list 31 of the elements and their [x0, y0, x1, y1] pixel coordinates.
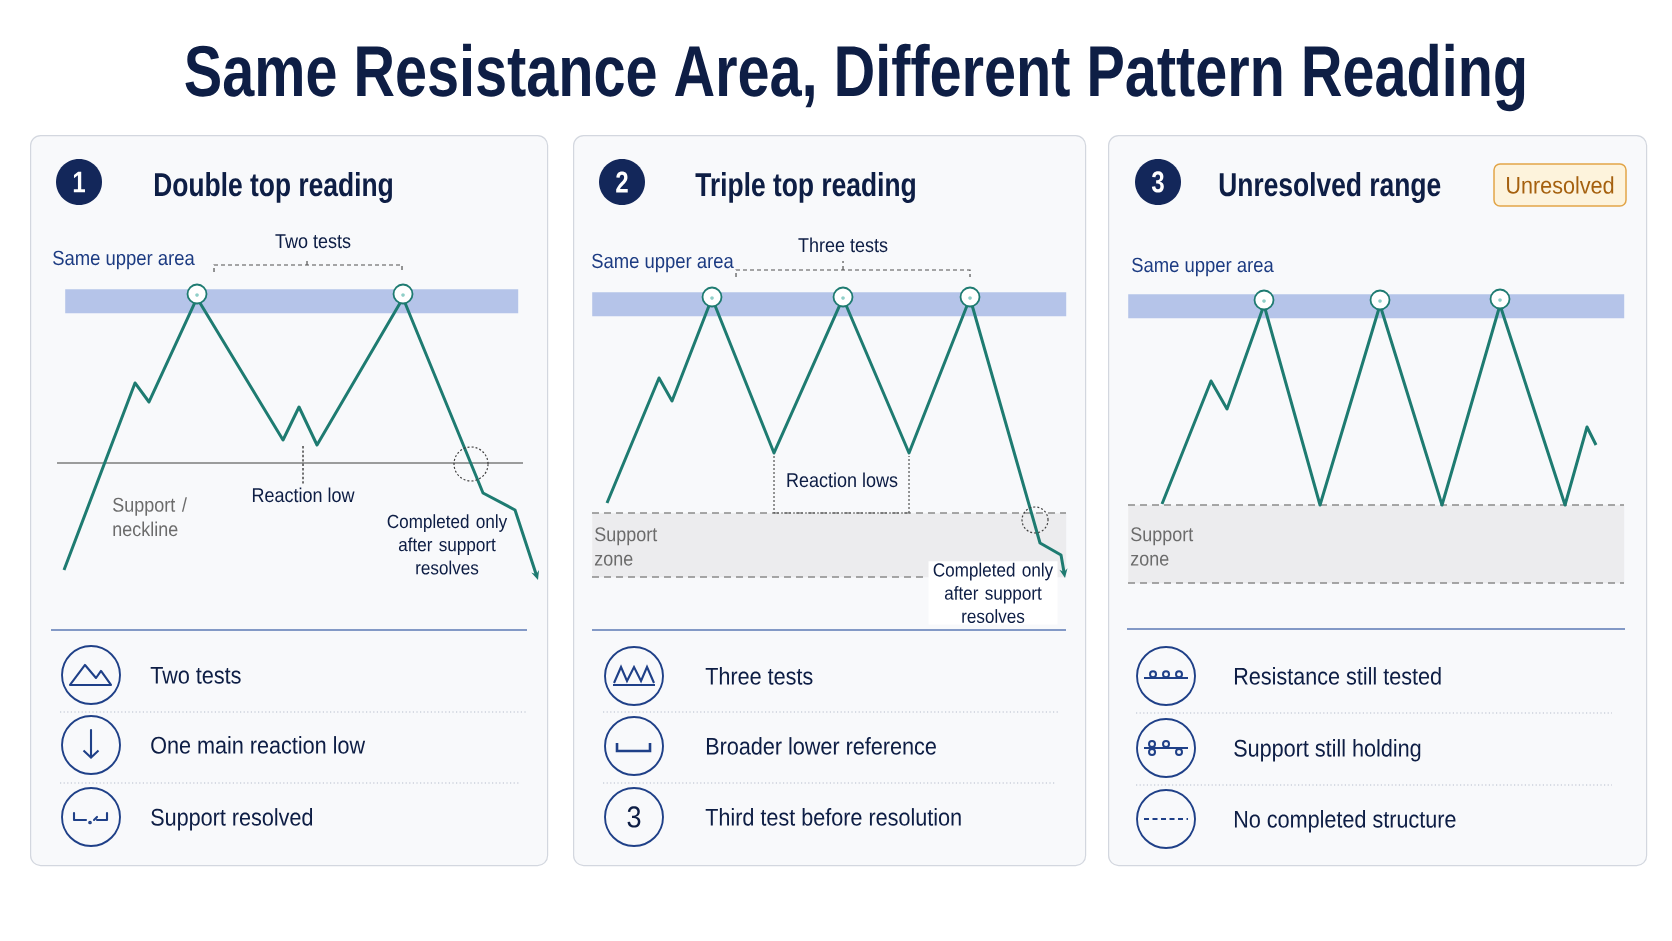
line-label: Support / neckline: [113, 497, 187, 537]
title: Same Resistance Area, Different Pattern Reading: [185, 43, 1525, 112]
item-text: Support still holding: [1234, 739, 1421, 762]
resistance-band: Same upper area: [1128, 257, 1625, 319]
number-badge: 3: [1135, 159, 1181, 205]
item-text: No completed structure: [1235, 810, 1456, 833]
item-text: Three tests: [705, 667, 813, 685]
bracket-label: Three tests: [798, 237, 888, 253]
item-text: Resistance still tested: [1235, 667, 1441, 685]
annotation: Reaction low: [252, 487, 355, 503]
item-text: One main reaction low: [151, 736, 366, 754]
annotation: Completed only after support resolves: [387, 514, 508, 575]
card-heading: Unresolved range: [1219, 172, 1441, 203]
bracket-label: Reaction lows: [787, 472, 898, 488]
item-text: Support resolved: [151, 808, 313, 831]
item-text: Broader lower reference: [707, 737, 936, 755]
resistance-band: Same upper area: [53, 250, 519, 314]
bracket-label: Two tests: [275, 234, 351, 249]
card-heading: Double top reading: [155, 172, 392, 203]
node-label: Same upper area: [1132, 257, 1274, 277]
number-badge: 1: [56, 159, 102, 205]
item-text: Two tests: [150, 666, 241, 684]
support-zone: Support zone: [1127, 504, 1625, 584]
item-text: Third test before resolution: [705, 808, 961, 826]
node-label: Same upper area: [53, 250, 195, 270]
resistance-band: Same upper area: [592, 253, 1067, 317]
card-heading: Triple top reading: [695, 172, 915, 203]
status-tag: Unresolved: [1493, 163, 1627, 207]
number-badge: 2: [599, 159, 645, 205]
annotation: Completed only after support resolves: [928, 561, 1058, 625]
node-label: Same upper area: [592, 253, 734, 273]
